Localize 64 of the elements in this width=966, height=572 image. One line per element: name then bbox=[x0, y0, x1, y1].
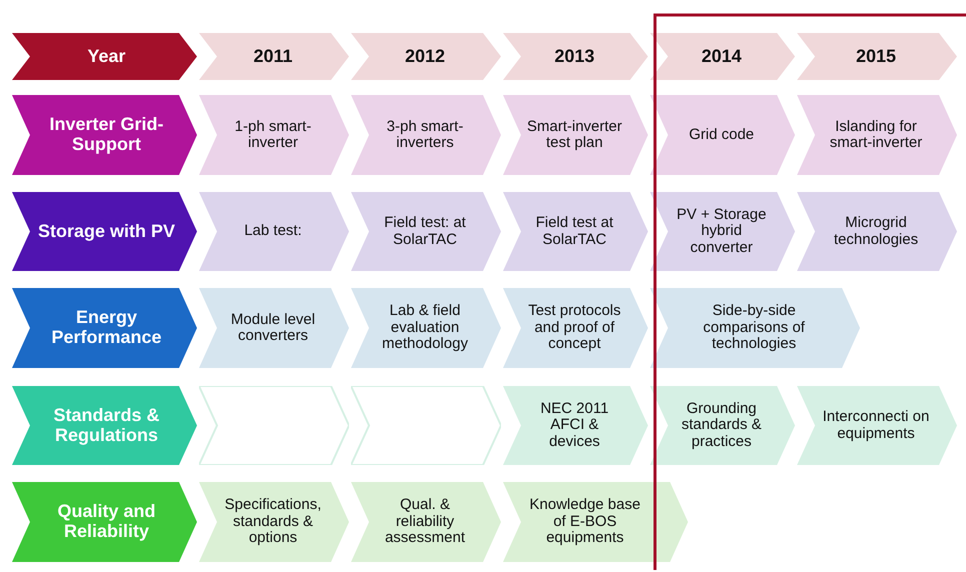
milestone-text: Interconnecti on equipments bbox=[822, 409, 930, 442]
milestone-text: Specifications, standards & options bbox=[224, 497, 322, 547]
milestone-tile bbox=[797, 386, 957, 465]
row-header-tile bbox=[12, 192, 197, 271]
milestone-tile bbox=[797, 33, 957, 80]
milestone-tile bbox=[199, 33, 349, 80]
row-header-tile bbox=[12, 33, 197, 80]
milestone-text: Microgrid technologies bbox=[832, 215, 920, 248]
milestone-tile bbox=[351, 386, 501, 465]
milestone-text: Module level converters bbox=[230, 312, 316, 344]
row-header-tile bbox=[12, 482, 197, 562]
milestone-tile bbox=[503, 192, 648, 271]
milestone-text: Field test at SolarTAC bbox=[534, 215, 614, 248]
milestone-tile bbox=[199, 192, 349, 271]
year-label: 2014 bbox=[701, 46, 742, 66]
milestone-text: Lab & field evaluation methodology bbox=[381, 303, 469, 353]
row-header-tile bbox=[12, 95, 197, 175]
milestone-tile bbox=[351, 33, 501, 80]
milestone-text: Test protocols and proof of concept bbox=[527, 303, 622, 353]
milestone-text: Grid code bbox=[688, 126, 754, 144]
column-header-label: Year bbox=[87, 46, 126, 66]
milestone-tile bbox=[199, 95, 349, 175]
milestone-tile bbox=[503, 482, 688, 562]
milestone-tile bbox=[351, 482, 501, 562]
year-label: 2013 bbox=[554, 46, 595, 66]
milestone-tile bbox=[503, 288, 648, 368]
row-header-label: Standards & Regulations bbox=[52, 406, 161, 446]
year-label: 2015 bbox=[856, 46, 896, 66]
milestone-text: Islanding for smart-inverter bbox=[828, 118, 924, 152]
row-header-label: Quality and Reliability bbox=[56, 502, 156, 542]
milestone-tile bbox=[351, 288, 501, 368]
milestone-tile bbox=[199, 482, 349, 562]
milestone-tile bbox=[650, 192, 795, 271]
milestone-text: Field test: at SolarTAC bbox=[383, 215, 467, 248]
row-header-label: Energy Performance bbox=[50, 308, 163, 348]
milestone-tile bbox=[650, 95, 795, 175]
milestone-tile bbox=[199, 288, 349, 368]
milestone-text: NEC 2011 AFCI & devices bbox=[539, 400, 610, 450]
milestone-text: Qual. & reliability assessment bbox=[384, 497, 466, 547]
milestone-text: Grounding standards & practices bbox=[680, 400, 763, 450]
milestone-text: Knowledge base of E-BOS equipments bbox=[528, 497, 642, 547]
milestone-tile bbox=[650, 386, 795, 465]
row-header-tile bbox=[12, 386, 197, 465]
milestone-tile bbox=[199, 386, 349, 465]
year-label: 2012 bbox=[404, 46, 446, 66]
milestone-tile bbox=[351, 192, 501, 271]
milestone-tile bbox=[503, 33, 648, 80]
milestone-tile bbox=[797, 95, 957, 175]
milestone-text: Lab test: bbox=[244, 223, 302, 240]
milestone-tile bbox=[797, 192, 957, 271]
milestone-text: PV + Storage hybrid converter bbox=[676, 206, 768, 256]
milestone-tile bbox=[650, 33, 795, 80]
milestone-text: Smart-inverter test plan bbox=[526, 118, 624, 152]
year-label: 2011 bbox=[253, 46, 293, 66]
milestone-tile bbox=[650, 288, 860, 368]
milestone-text: 1-ph smart-inverter bbox=[234, 118, 312, 152]
milestone-tile bbox=[351, 95, 501, 175]
row-header-label: Inverter Grid-Support bbox=[48, 115, 165, 155]
milestone-text: Side-by-side comparisons of technologies bbox=[702, 303, 806, 353]
row-header-tile bbox=[12, 288, 197, 368]
milestone-text: 3-ph smart-inverters bbox=[386, 118, 464, 152]
milestone-tile bbox=[503, 95, 648, 175]
row-header-label: Storage with PV bbox=[38, 222, 176, 242]
milestone-tile bbox=[503, 386, 648, 465]
